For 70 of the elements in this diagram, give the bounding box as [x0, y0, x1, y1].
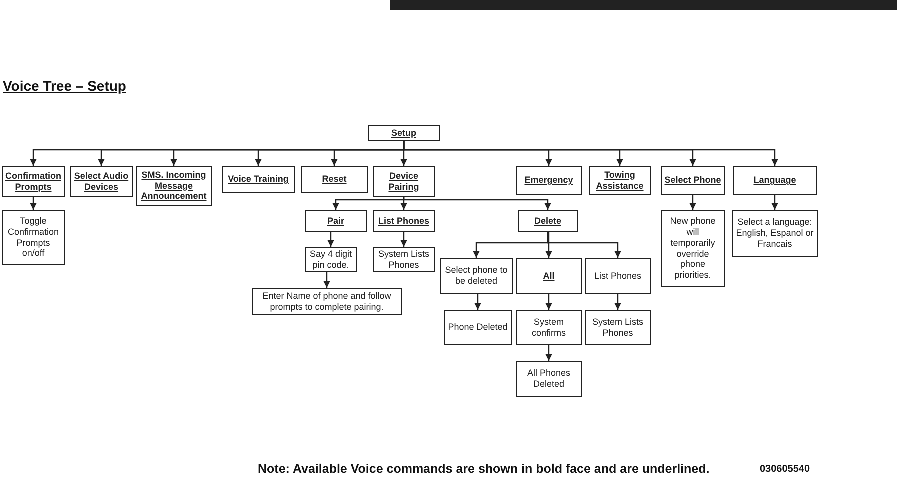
- arrow: [328, 232, 334, 247]
- command-box: [222, 166, 295, 193]
- node-text: Reset: [322, 174, 347, 185]
- command-box: [733, 166, 817, 195]
- node-text: Phone Deleted: [448, 322, 508, 333]
- arrow: [332, 197, 405, 210]
- arrow: [474, 294, 482, 310]
- node-text: Towing Assistance: [595, 170, 645, 192]
- node-text: Emergency: [524, 175, 574, 186]
- step-box: [373, 247, 435, 272]
- step-box: [444, 310, 512, 345]
- command-box: [661, 166, 725, 195]
- step-box: [440, 258, 513, 294]
- command-box: [373, 166, 435, 197]
- arrow: [546, 294, 552, 310]
- command-box: [516, 258, 582, 294]
- arrow: [30, 197, 37, 210]
- command-box: [516, 166, 582, 195]
- command-box: [305, 210, 367, 232]
- node-text: Select Audio Devices: [73, 170, 130, 192]
- node-text: List Phones: [378, 216, 430, 226]
- node-text: List Phones: [594, 270, 642, 282]
- node-text: Enter Name of phone and follow prompts to complete pairing.: [262, 290, 392, 312]
- arrow: [546, 232, 552, 258]
- step-box: [516, 310, 582, 345]
- step-box: [732, 210, 818, 257]
- command-box: [368, 125, 440, 141]
- node-text: System confirms: [530, 316, 567, 338]
- step-box: [252, 288, 402, 315]
- command-box: [2, 166, 65, 197]
- step-box: [2, 210, 65, 265]
- figure-code: 030605540: [760, 464, 810, 475]
- node-text: Confirmation Prompts: [5, 170, 62, 192]
- arrow: [403, 197, 552, 210]
- node-text: System Lists Phones: [591, 316, 644, 338]
- node-text: Delete: [534, 216, 562, 226]
- node-text: Pair: [327, 216, 344, 226]
- step-box: [585, 310, 651, 345]
- node-text: Say 4 digit pin code.: [308, 248, 354, 270]
- diagram-title: Voice Tree – Setup: [3, 78, 126, 94]
- arrow: [403, 141, 778, 166]
- node-text: All: [543, 270, 555, 282]
- step-box: [585, 258, 651, 294]
- arrow: [400, 232, 408, 247]
- node-text: Setup: [391, 128, 416, 138]
- command-box: [70, 166, 133, 197]
- command-box: [301, 166, 368, 193]
- arrow: [324, 272, 330, 288]
- node-text: Device Pairing: [388, 170, 420, 192]
- command-box: [589, 166, 651, 195]
- node-text: System Lists Phones: [377, 248, 430, 270]
- node-text: Select Phone: [664, 175, 722, 186]
- node-text: New phone will temporarily override phone priorities.: [669, 216, 717, 281]
- arrow: [690, 195, 696, 210]
- arrow: [614, 294, 622, 310]
- node-text: SMS. Incoming Message Announcement: [140, 170, 208, 202]
- command-box: [518, 210, 578, 232]
- step-box: [661, 210, 725, 287]
- node-text: All Phones Deleted: [526, 368, 572, 390]
- node-text: Language: [754, 175, 796, 186]
- node-text: Toggle Confirmation Prompts on/off: [6, 216, 60, 260]
- arrow: [546, 345, 552, 361]
- command-box: [373, 210, 435, 232]
- node-text: Select phone to be deleted: [444, 265, 509, 287]
- node-text: Select a language: English, Espanol or Francais: [735, 217, 815, 250]
- step-box: [516, 361, 582, 397]
- node-text: Voice Training: [228, 174, 289, 185]
- arrow: [772, 195, 778, 210]
- note-text: Note: Available Voice commands are shown in bold face and are underlined.: [258, 462, 710, 476]
- arrow: [547, 232, 622, 258]
